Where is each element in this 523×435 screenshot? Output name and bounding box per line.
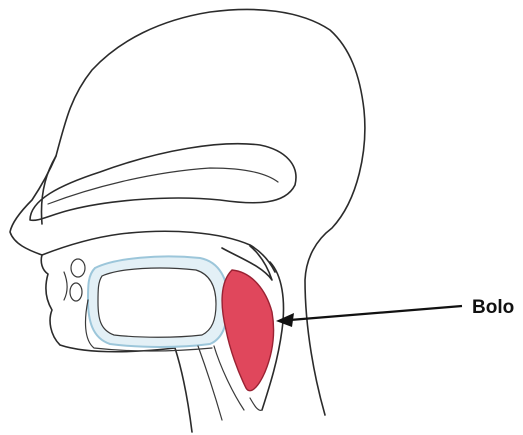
label-arrow-line: [290, 306, 462, 320]
larynx-line-1: [198, 346, 222, 420]
lower-incisor: [70, 283, 82, 301]
upper-incisor: [71, 259, 85, 277]
label-arrow-head: [276, 313, 294, 327]
bolus-label: Bolo: [472, 297, 514, 319]
lip-line: [64, 272, 67, 300]
tongue-inner: [98, 268, 216, 337]
head-outline: [42, 9, 365, 415]
epiglottis: [250, 398, 262, 410]
bolus: [222, 270, 274, 391]
nasal-cavity: [30, 144, 296, 221]
